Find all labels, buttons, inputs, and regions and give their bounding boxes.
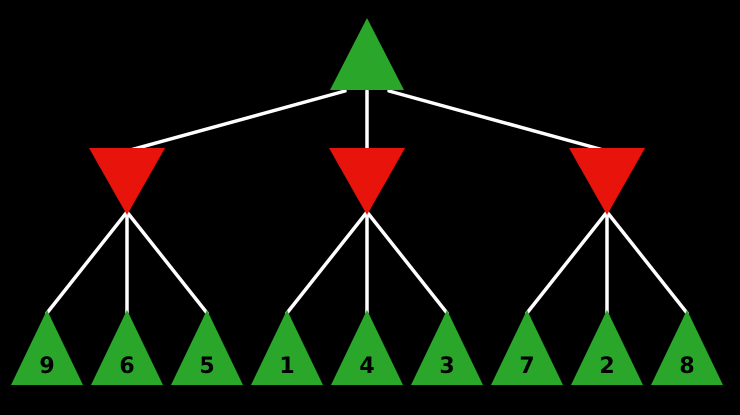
leaf-value-9: 8 bbox=[679, 354, 694, 379]
max-root-node bbox=[330, 18, 404, 90]
edge-min-2-to-leaf-4 bbox=[285, 210, 369, 315]
leaf-value-4: 1 bbox=[279, 354, 294, 379]
leaf-node-3 bbox=[171, 310, 243, 385]
leaf-value-7: 7 bbox=[519, 354, 534, 379]
edge-min-1-to-leaf-1 bbox=[45, 210, 129, 315]
edge-min-2-to-leaf-6 bbox=[365, 210, 449, 315]
leaf-value-2: 6 bbox=[119, 354, 134, 379]
edge-min-1-to-leaf-3 bbox=[125, 210, 209, 315]
leaf-node-5 bbox=[331, 310, 403, 385]
leaf-node-6 bbox=[411, 310, 483, 385]
leaf-node-4 bbox=[251, 310, 323, 385]
edge-root-to-min-1 bbox=[125, 89, 347, 153]
edge-min-3-to-leaf-7 bbox=[525, 210, 609, 315]
leaf-value-8: 2 bbox=[599, 354, 614, 379]
leaf-node-7 bbox=[491, 310, 563, 385]
min-node-3 bbox=[569, 148, 645, 215]
leaf-node-9 bbox=[651, 310, 723, 385]
min-node-2 bbox=[329, 148, 405, 215]
leaf-node-8 bbox=[571, 310, 643, 385]
leaf-value-5: 4 bbox=[359, 354, 374, 379]
leaf-value-3: 5 bbox=[199, 354, 214, 379]
leaf-value-6: 3 bbox=[439, 354, 454, 379]
leaf-node-1 bbox=[11, 310, 83, 385]
edge-root-to-min-3 bbox=[387, 89, 609, 153]
min-node-1 bbox=[89, 148, 165, 215]
edge-min-3-to-leaf-9 bbox=[605, 210, 689, 315]
leaf-node-2 bbox=[91, 310, 163, 385]
leaf-value-1: 9 bbox=[39, 354, 54, 379]
